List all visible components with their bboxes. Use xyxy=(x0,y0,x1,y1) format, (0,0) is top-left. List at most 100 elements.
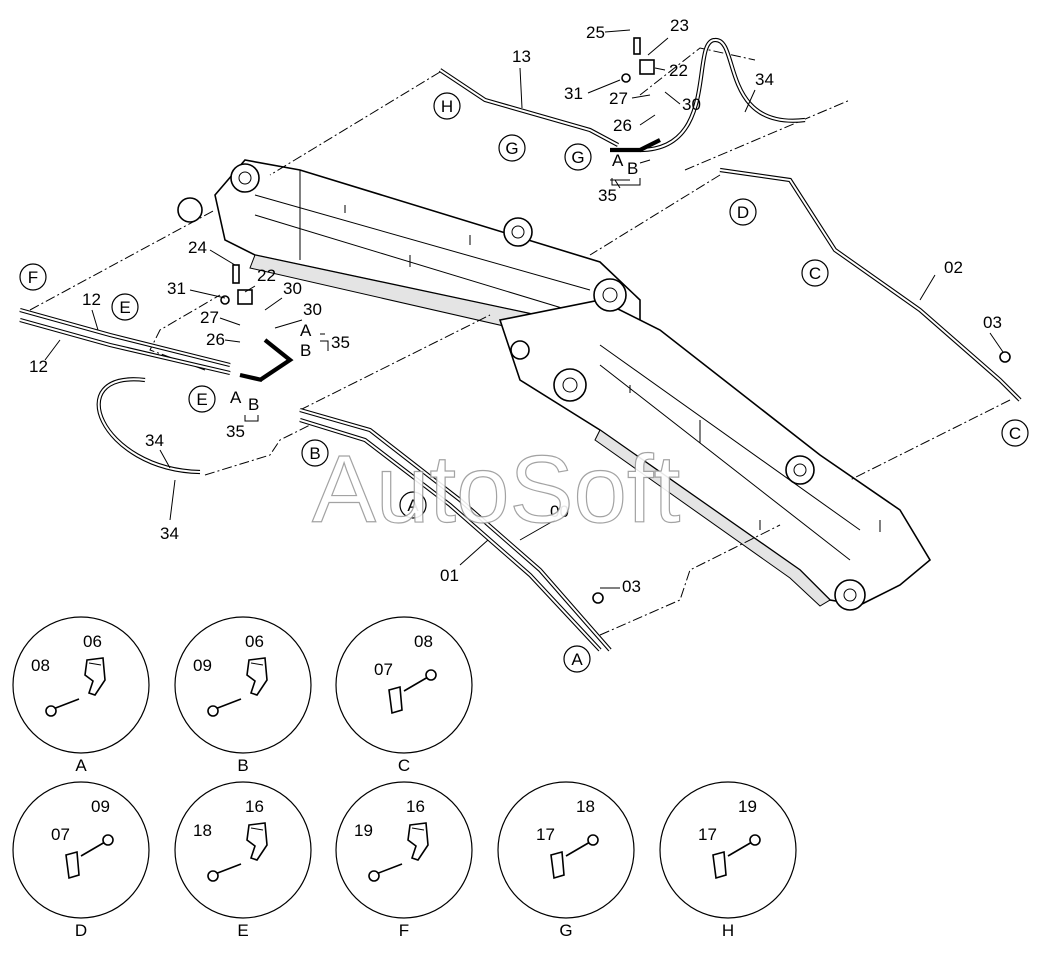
clip-part xyxy=(246,657,268,696)
detail-part-label: 06 xyxy=(245,632,264,651)
boom-pin-3 xyxy=(503,217,533,247)
callout-02: 02 xyxy=(944,258,963,277)
detail-circle xyxy=(497,781,635,919)
detail-part-label: 06 xyxy=(83,632,102,651)
marker-H: H xyxy=(433,92,461,120)
callout-27-mid: 27 xyxy=(200,308,219,327)
svg-text:E: E xyxy=(119,298,130,317)
boom-pin-2 xyxy=(177,197,203,223)
detail-section-label: G xyxy=(559,921,572,940)
section-markers: H G G D C C F E xyxy=(19,92,1029,673)
svg-text:C: C xyxy=(1009,424,1021,443)
bolt-part xyxy=(214,863,242,875)
marker-C-2: C xyxy=(1001,419,1029,447)
marker-A-2: A xyxy=(563,645,591,673)
clamp-part xyxy=(550,850,565,880)
bolt-part xyxy=(565,841,591,857)
clamp-part xyxy=(388,685,403,715)
detail-g: 17 18G xyxy=(497,781,635,940)
callout-30-top: 30 xyxy=(682,95,701,114)
callout-03-low: 03 xyxy=(622,577,641,596)
clamp-part xyxy=(712,850,727,880)
callout-30-mid-b: 30 xyxy=(303,300,322,319)
callout-31-top: 31 xyxy=(564,84,583,103)
detail-part-label: 18 xyxy=(576,797,595,816)
detail-part-label: 07 xyxy=(374,660,393,679)
callout-12-b: 12 xyxy=(29,357,48,376)
detail-part-label: 19 xyxy=(354,821,373,840)
boom-pin-8 xyxy=(510,340,530,360)
callout-B-low: B xyxy=(248,395,259,414)
callout-B-top: B xyxy=(627,159,638,178)
hose-34-top xyxy=(639,37,806,153)
marker-E-1: E xyxy=(111,293,139,321)
detail-f: 16 19F xyxy=(335,781,473,940)
boom-pin-7 xyxy=(834,579,866,611)
clip-part xyxy=(246,822,268,861)
boom-pin-7-inner xyxy=(843,588,857,602)
marker-E-2: E xyxy=(188,385,216,413)
clamp-22-mid xyxy=(237,289,253,305)
detail-part-label: 07 xyxy=(51,825,70,844)
callout-00: 00 xyxy=(550,502,569,521)
svg-text:H: H xyxy=(441,97,453,116)
detail-section-label: H xyxy=(722,921,734,940)
boom-pin-6 xyxy=(785,455,815,485)
detail-part-label: 16 xyxy=(406,797,425,816)
detail-circle xyxy=(174,616,312,754)
clamp-part xyxy=(65,850,80,880)
detail-section-label: E xyxy=(237,921,248,940)
detail-part-label: 17 xyxy=(536,825,555,844)
boom-pin-5-inner xyxy=(562,377,578,393)
callout-labels: 25 23 22 31 27 30 26 13 34 A B 35 24 22 … xyxy=(29,16,1004,596)
detail-circle xyxy=(335,781,473,919)
hose-ab-low xyxy=(239,372,263,383)
bolt-part xyxy=(52,698,80,710)
marker-B: B xyxy=(301,439,329,467)
callout-12-a: 12 xyxy=(82,290,101,309)
boom-structure xyxy=(177,159,932,611)
callout-34-left-a: 34 xyxy=(145,431,164,450)
svg-text:G: G xyxy=(571,148,584,167)
hose-ab-top xyxy=(610,138,661,153)
hardware xyxy=(220,37,1011,604)
detail-part-label: 18 xyxy=(193,821,212,840)
hose-ab-mid xyxy=(258,338,294,382)
callout-30-mid-a: 30 xyxy=(283,279,302,298)
watermark: AutoSoft xyxy=(312,436,680,543)
detail-circle xyxy=(12,781,150,919)
svg-text:F: F xyxy=(28,268,38,287)
callout-27-top: 27 xyxy=(609,89,628,108)
svg-text:E: E xyxy=(196,390,207,409)
svg-text:B: B xyxy=(309,444,320,463)
callout-B-mid: B xyxy=(300,341,311,360)
detail-circle xyxy=(174,781,312,919)
svg-text:D: D xyxy=(737,203,749,222)
detail-section-label: B xyxy=(237,756,248,775)
detail-circle xyxy=(335,616,473,754)
marker-G-2: G xyxy=(564,143,592,171)
callout-23: 23 xyxy=(670,16,689,35)
detail-h: 17 19H xyxy=(659,781,797,940)
boom-lower-side xyxy=(594,429,831,607)
detail-section-label: D xyxy=(75,921,87,940)
callout-A-low: A xyxy=(230,388,242,407)
boom-slots xyxy=(299,205,881,532)
boom-pin-3-inner xyxy=(511,225,525,239)
pipe-13 xyxy=(438,68,619,147)
detail-section-label: A xyxy=(75,756,87,775)
clamp-22-top xyxy=(639,59,655,75)
leader-lines xyxy=(29,47,1011,636)
svg-text:A: A xyxy=(407,496,419,515)
callout-34-top: 34 xyxy=(755,70,774,89)
callout-35-mid: 35 xyxy=(331,333,350,352)
detail-part-label: 17 xyxy=(698,825,717,844)
detail-part-label: 19 xyxy=(738,797,757,816)
detail-section-label: F xyxy=(399,921,409,940)
